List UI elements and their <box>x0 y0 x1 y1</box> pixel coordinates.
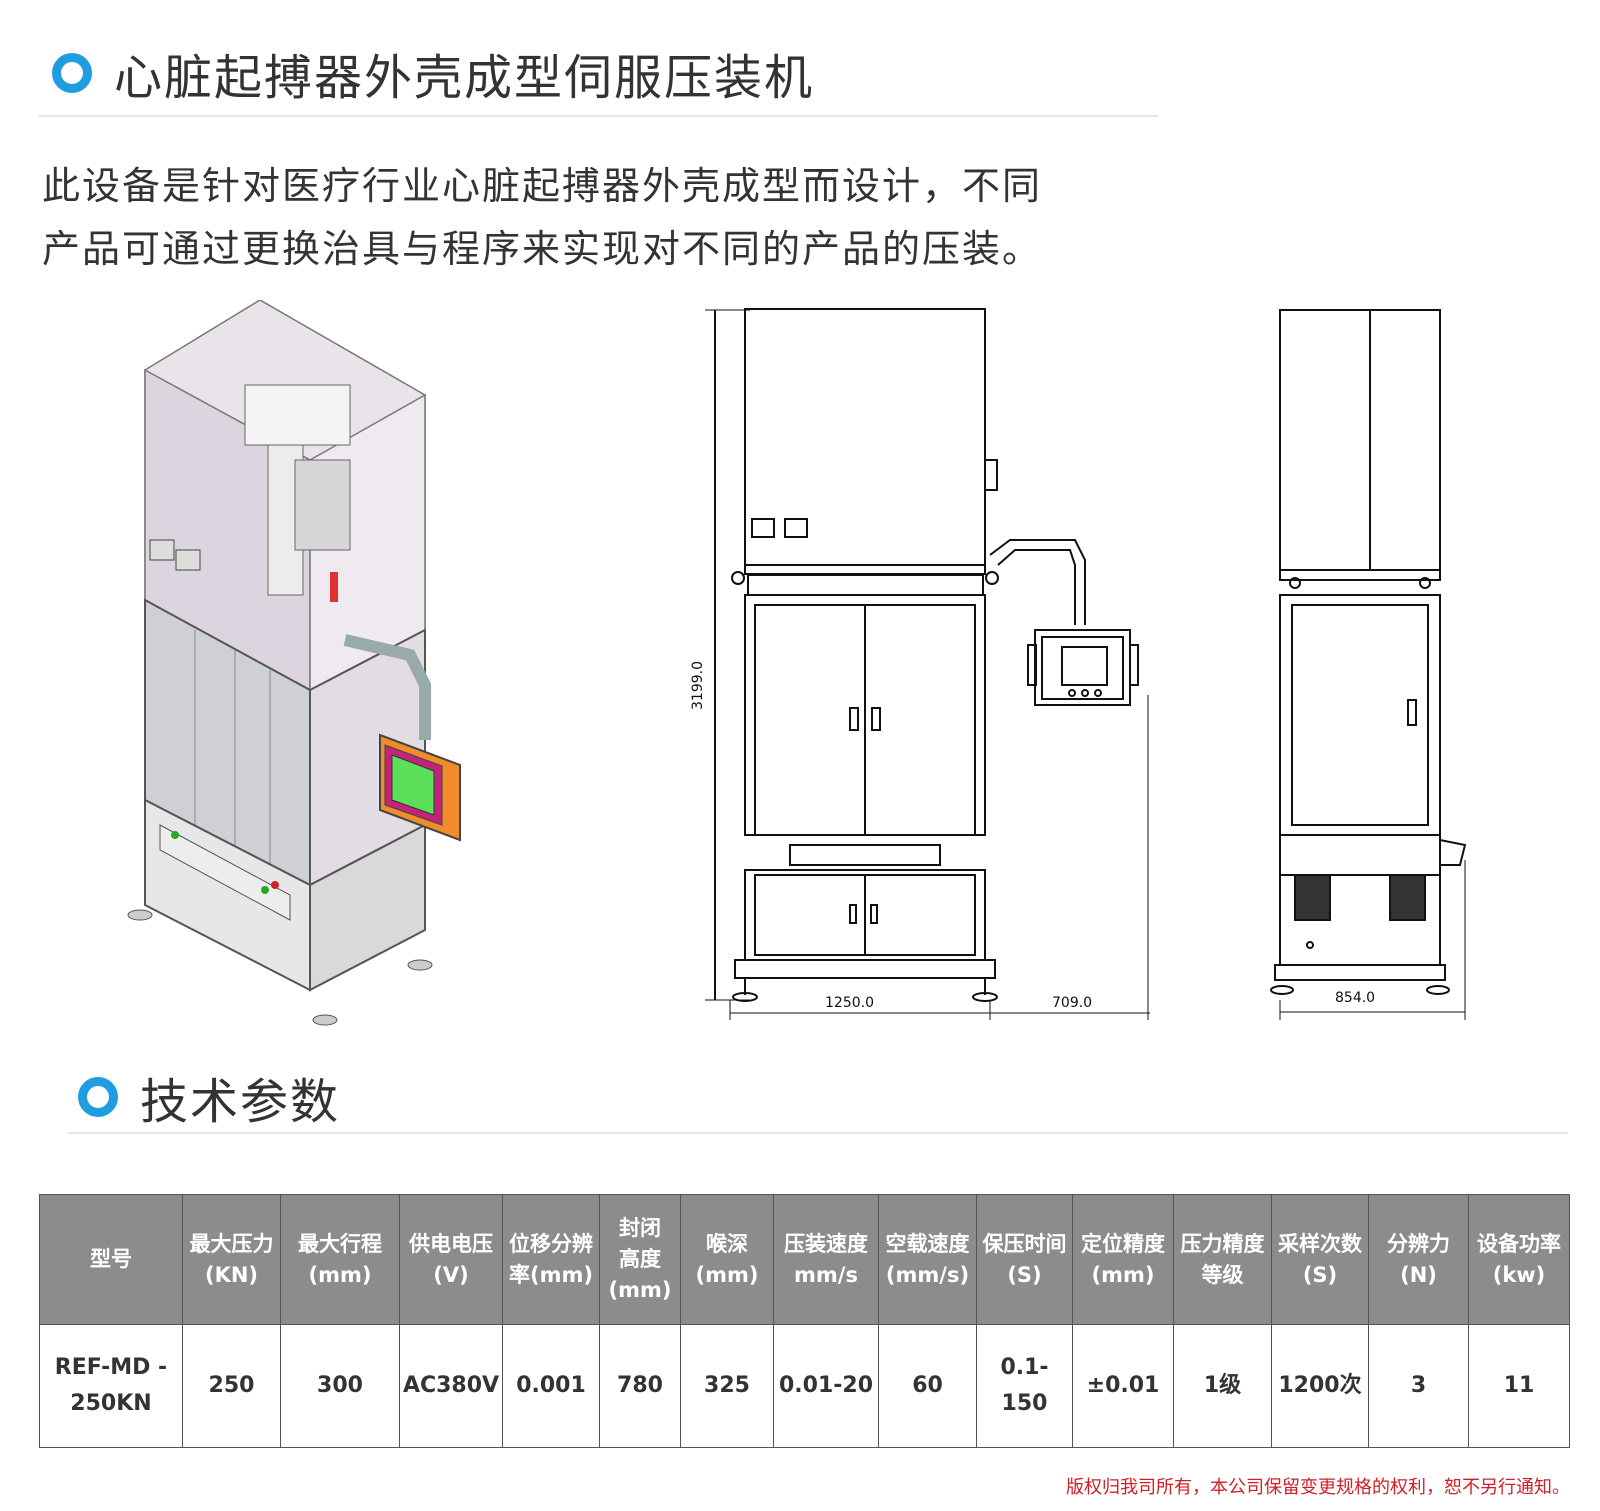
column-header-text: 封闭 <box>619 1216 661 1240</box>
front-view-drawing: 3199.0 1250.0 709.0 <box>690 295 1190 1030</box>
table-cell-text: 1200次 <box>1278 1373 1362 1398</box>
column-header-text: 压力精度 <box>1180 1231 1265 1256</box>
column-header-text: mm/s <box>794 1262 858 1287</box>
machine-3d-illustration <box>120 300 480 1050</box>
column-header-text: (kw) <box>1492 1262 1546 1287</box>
column-header-text: 保压时间 <box>982 1231 1067 1256</box>
column-header-text: (mm/s) <box>885 1262 970 1287</box>
column-header-text: (mm) <box>695 1262 759 1287</box>
copyright-note: 版权归我司所有，本公司保留变更规格的权利，恕不另行通知。 <box>1066 1477 1570 1498</box>
depth-dimension-label: 854.0 <box>1335 990 1376 1006</box>
table-row: REF-MD - 250KN 250 300 AC380V 0.001 780 325 0.01… <box>39 1324 1570 1448</box>
table-cell-text: 780 <box>617 1373 663 1398</box>
table-cell: 325 <box>680 1324 774 1448</box>
column-header-text: 空载速度 <box>885 1231 970 1256</box>
table-cell-text: 300 <box>317 1373 363 1398</box>
column-header: 分辨力 (N) <box>1368 1194 1469 1325</box>
column-header: 定位精度 (mm) <box>1072 1194 1174 1325</box>
column-header: 采样次数 (S) <box>1271 1194 1369 1325</box>
column-header-text: 定位精度 <box>1081 1231 1165 1256</box>
column-header: 设备功率 (kw) <box>1468 1194 1570 1325</box>
height-dimension-label: 3199.0 <box>690 661 706 710</box>
specs-title: 技术参数 <box>140 1074 341 1130</box>
column-header: 型号 <box>39 1194 183 1325</box>
column-header-text: 型号 <box>90 1247 132 1271</box>
column-header-text: 高度 <box>619 1247 661 1271</box>
specs-table: 型号 最大压力 (KN) 最大行程 (mm) 供电电压 (V) 位移分辨率(mm) 封闭高度 (m… <box>39 1194 1570 1448</box>
table-cell-text: ±0.01 <box>1086 1373 1160 1398</box>
description-line-2: 产品可通过更换治具与程序来实现对不同的产品的压装。 <box>42 227 1043 271</box>
title-divider <box>38 115 1158 117</box>
column-header-text: (KN) <box>204 1262 259 1287</box>
arm-dimension-label: 709.0 <box>1052 995 1093 1011</box>
table-cell-text: 60 <box>912 1373 943 1398</box>
column-header-text: 分辨力 <box>1387 1231 1450 1256</box>
circle-bullet-icon <box>52 53 92 93</box>
column-header-text: (mm) <box>1091 1262 1155 1287</box>
column-header-text: 采样次数 <box>1278 1231 1362 1256</box>
column-header-text: 等级 <box>1201 1262 1244 1287</box>
table-cell: 0.1-150 <box>976 1324 1073 1448</box>
column-header-text: 位移分辨 <box>509 1231 593 1256</box>
table-cell-text: AC380V <box>402 1373 500 1398</box>
column-header-text: 喉深 <box>706 1231 748 1256</box>
table-cell: 60 <box>878 1324 977 1448</box>
column-header-text: (S) <box>1007 1262 1042 1287</box>
column-header: 保压时间 (S) <box>976 1194 1073 1325</box>
column-header: 压装速度 mm/s <box>773 1194 879 1325</box>
table-cell: 0.001 <box>502 1324 600 1448</box>
column-header-text: (N) <box>1400 1262 1437 1287</box>
table-cell: 3 <box>1368 1324 1469 1448</box>
column-header: 供电电压 (V) <box>399 1194 503 1325</box>
column-header-text: (mm) <box>308 1262 372 1287</box>
column-header: 封闭高度 (mm) <box>599 1194 681 1325</box>
column-header: 空载速度 (mm/s) <box>878 1194 977 1325</box>
table-cell-text: 3 <box>1410 1373 1427 1398</box>
column-header-text: 设备功率 <box>1477 1231 1561 1256</box>
column-header: 压力精度等级 <box>1173 1194 1272 1325</box>
table-cell: REF-MD - 250KN <box>39 1324 183 1448</box>
table-cell-text: 0.01-20 <box>778 1373 874 1398</box>
column-header-text: 压装速度 <box>784 1231 868 1256</box>
column-header-text: (S) <box>1302 1262 1338 1287</box>
table-cell-text: 11 <box>1503 1373 1535 1398</box>
table-cell-text: REF-MD - <box>54 1355 168 1380</box>
column-header-text: 最大行程 <box>298 1231 382 1256</box>
table-cell-text: 0.001 <box>516 1373 586 1398</box>
column-header-text: (V) <box>433 1262 469 1287</box>
table-cell: 1级 <box>1173 1324 1272 1448</box>
table-cell: 250 <box>182 1324 281 1448</box>
page-title: 心脏起搏器外壳成型伺服压装机 <box>114 50 815 106</box>
column-header: 最大压力 (KN) <box>182 1194 281 1325</box>
column-header: 位移分辨率(mm) <box>502 1194 600 1325</box>
table-cell: 11 <box>1468 1324 1570 1448</box>
table-cell-text: 325 <box>704 1373 750 1398</box>
table-cell-text: 1级 <box>1203 1373 1242 1398</box>
width-dimension-label: 1250.0 <box>825 995 874 1011</box>
column-header-text: (mm) <box>608 1278 672 1302</box>
description: 此设备是针对医疗行业心脏起搏器外壳成型而设计，不同 产品可通过更换治具与程序来实… <box>42 155 1162 281</box>
table-cell-text: 0.1-150 <box>1000 1355 1049 1416</box>
table-cell: ±0.01 <box>1072 1324 1174 1448</box>
column-header: 最大行程 (mm) <box>280 1194 400 1325</box>
page-header: 心脏起搏器外壳成型伺服压装机 <box>52 38 814 108</box>
specs-divider <box>68 1132 1568 1134</box>
table-cell: 0.01-20 <box>773 1324 879 1448</box>
table-cell: 1200次 <box>1271 1324 1369 1448</box>
column-header: 喉深 (mm) <box>680 1194 774 1325</box>
column-header-text: 率(mm) <box>509 1262 593 1287</box>
column-header-text: 供电电压 <box>409 1231 493 1256</box>
specs-header: 技术参数 <box>78 1062 340 1132</box>
table-cell: 780 <box>599 1324 681 1448</box>
description-line-1: 此设备是针对医疗行业心脏起搏器外壳成型而设计，不同 <box>42 164 1043 208</box>
side-view-drawing: 854.0 <box>1260 300 1470 1035</box>
table-cell: 300 <box>280 1324 400 1448</box>
table-cell-text: 250KN <box>70 1391 152 1416</box>
specs-header-row: 型号 最大压力 (KN) 最大行程 (mm) 供电电压 (V) 位移分辨率(mm) 封闭高度 (m… <box>39 1194 1570 1325</box>
column-header-text: 最大压力 <box>189 1231 274 1256</box>
table-cell: AC380V <box>399 1324 503 1448</box>
circle-bullet-icon <box>78 1077 118 1117</box>
table-cell-text: 250 <box>208 1373 255 1398</box>
